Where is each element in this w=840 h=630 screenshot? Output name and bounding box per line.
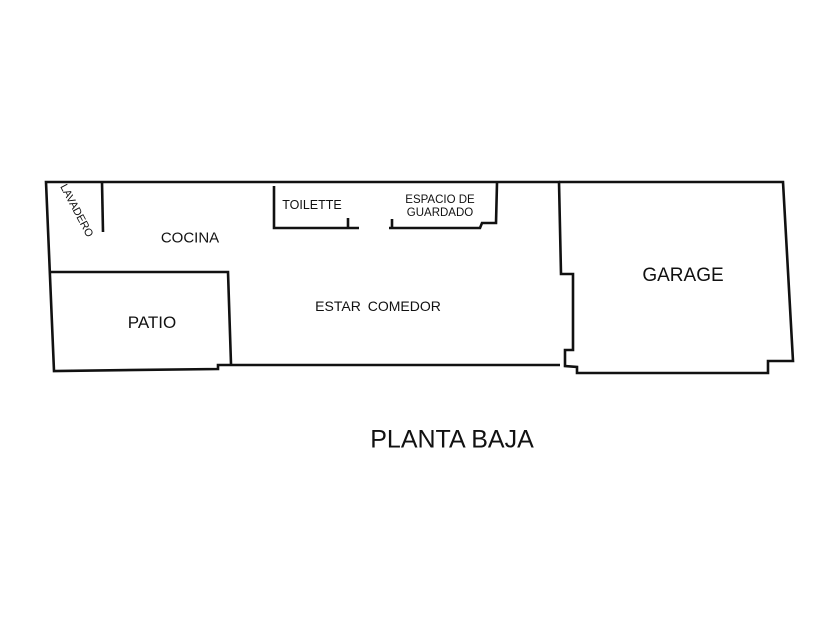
- toilette-wall: [272, 186, 359, 230]
- room-label-garage: GARAGE: [642, 265, 724, 287]
- storage-wall: [389, 182, 499, 230]
- patio-wall: [51, 270, 233, 365]
- garage-wall: [557, 180, 795, 375]
- room-label-espacio-line1: ESPACIO DE: [405, 193, 475, 206]
- room-label-espacio-de-guardado: ESPACIO DE GUARDADO: [405, 194, 474, 220]
- room-label-cocina: COCINA: [160, 229, 220, 247]
- room-label-estar-comedor: ESTAR COMEDOR: [315, 297, 441, 314]
- outer-wall-main: [44, 180, 560, 373]
- plan-title: PLANTA BAJA: [370, 425, 534, 454]
- lavadero-wall: [100, 181, 105, 233]
- room-label-espacio-line2: GUARDADO: [406, 207, 474, 219]
- room-label-toilette: TOILETTE: [282, 197, 342, 212]
- room-label-patio: PATIO: [127, 313, 177, 333]
